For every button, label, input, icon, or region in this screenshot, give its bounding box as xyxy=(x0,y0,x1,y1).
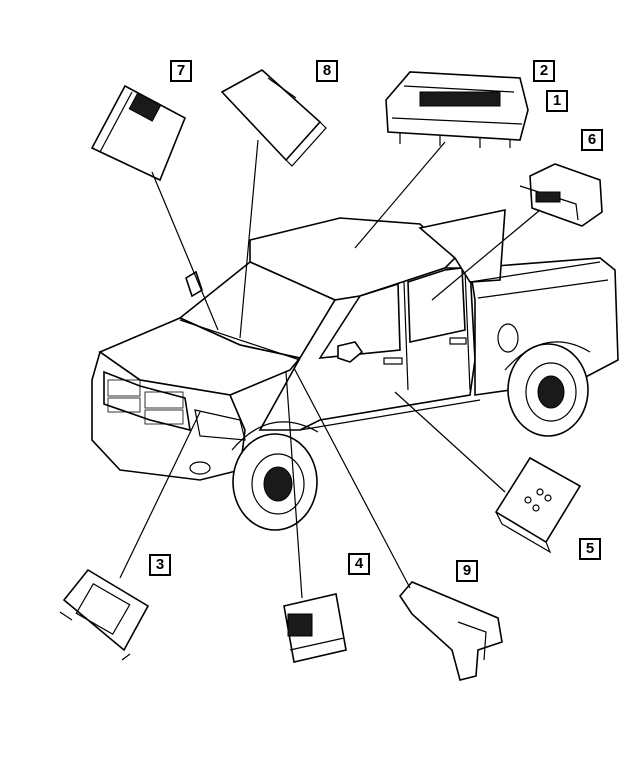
part-8-module xyxy=(220,69,327,167)
callout-6: 6 xyxy=(581,129,603,151)
callout-5: 5 xyxy=(579,538,601,560)
part-4-module xyxy=(283,593,347,663)
callout-8: 8 xyxy=(316,60,338,82)
part-6-module xyxy=(519,163,603,227)
leader-lines xyxy=(119,139,541,599)
callout-3: 3 xyxy=(149,554,171,576)
part-2-module xyxy=(385,71,529,148)
pickup-truck xyxy=(91,208,619,531)
callout-9: 9 xyxy=(456,560,478,582)
callout-1: 1 xyxy=(546,90,568,112)
part-5-module xyxy=(494,456,582,554)
callout-7: 7 xyxy=(170,60,192,82)
callout-2: 2 xyxy=(533,60,555,82)
part-7-module xyxy=(90,84,187,182)
part-3-module xyxy=(59,568,150,661)
callout-4: 4 xyxy=(348,553,370,575)
part-9-bracket xyxy=(398,581,503,681)
